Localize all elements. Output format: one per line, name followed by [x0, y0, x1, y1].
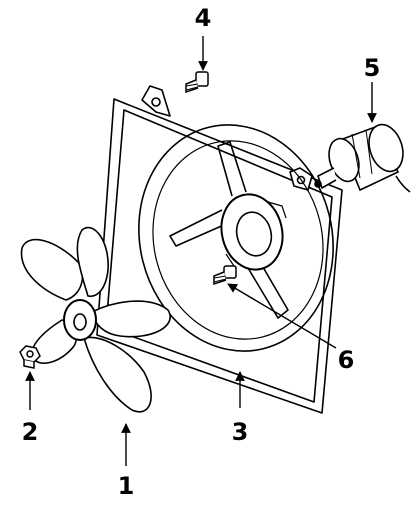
fan-blade: [20, 226, 171, 413]
callout-5: 5: [364, 54, 381, 82]
leader-arrows: [25, 36, 377, 466]
bolt: [185, 71, 209, 94]
fan-motor: [314, 123, 411, 193]
leader-6: [227, 283, 337, 349]
callout-2: 2: [22, 418, 39, 446]
callout-3: 3: [232, 418, 249, 446]
callout-1: 1: [118, 472, 135, 500]
callout-labels: 4 5 6 2 3 1: [22, 4, 381, 500]
callout-6: 6: [338, 346, 355, 374]
screw: [213, 265, 237, 286]
fan-shroud: [96, 85, 343, 414]
callout-4: 4: [195, 4, 212, 32]
nut: [19, 345, 41, 369]
